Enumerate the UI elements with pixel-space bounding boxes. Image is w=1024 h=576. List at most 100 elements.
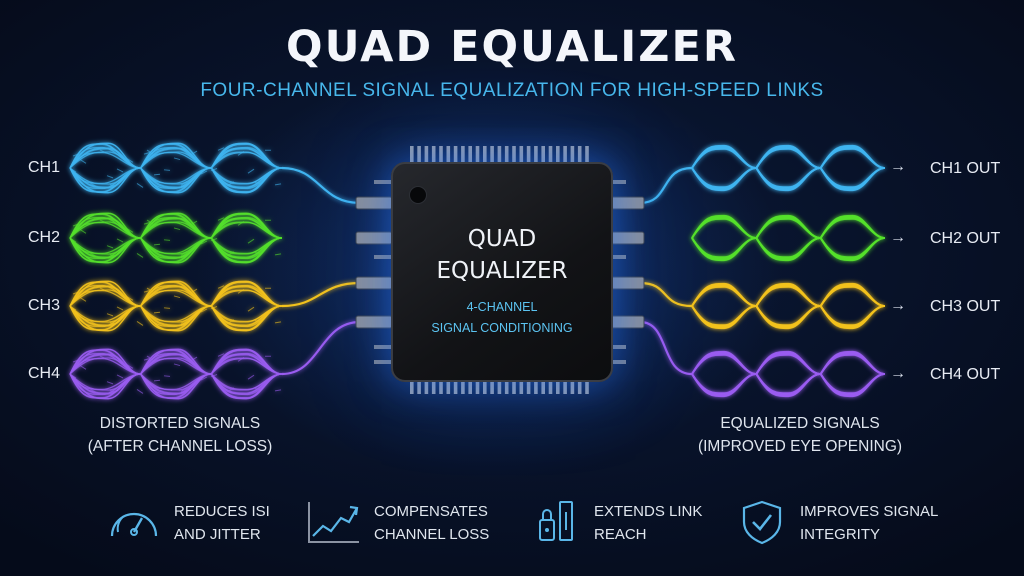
equalized-eye-diagram [691, 144, 886, 192]
chip-pin [577, 146, 582, 164]
feature-line: EXTENDS LINK [594, 503, 703, 520]
ch4-input-label: CH4 [28, 365, 61, 382]
chip-pin [468, 146, 472, 164]
channel-input-pad [355, 276, 393, 290]
rising-chart-icon [308, 502, 359, 543]
link-icon [539, 501, 573, 541]
feature-extends-reach: EXTENDS LINK REACH [594, 500, 702, 546]
feature-improves-integrity: IMPROVES SIGNAL INTEGRITY [800, 500, 938, 546]
chip-pin [475, 146, 480, 164]
chip-pin [585, 376, 589, 394]
channel-output-pad [607, 196, 645, 210]
equalized-eye-diagram [691, 282, 886, 330]
distorted-eye-diagram [69, 348, 283, 400]
chip-pin [519, 146, 524, 164]
feature-line: INTEGRITY [800, 526, 881, 543]
chip-pin [504, 146, 509, 164]
chip-pin [374, 180, 392, 184]
chip-pin [570, 376, 575, 394]
input-trace [281, 320, 361, 376]
feature-line: COMPENSATES [374, 503, 488, 520]
chip-pin [410, 146, 414, 164]
chip-pin [556, 146, 560, 164]
channel-input-pad [355, 231, 393, 245]
distorted-eye-diagram [69, 280, 283, 332]
chip-pin [410, 376, 414, 394]
ch2-input-label: CH2 [28, 229, 61, 246]
chip-pin [424, 146, 429, 164]
chip-pin [483, 376, 487, 394]
chip-pin [439, 376, 443, 394]
chip-pin [577, 376, 582, 394]
feature-compensates-loss: COMPENSATES CHANNEL LOSS [374, 500, 489, 546]
chip-pin [453, 376, 458, 394]
chip-pin [563, 376, 567, 394]
chip-pin [374, 255, 392, 259]
chip-pin [608, 255, 626, 259]
chip-sublabel-line1: 4-CHANNEL [466, 300, 538, 314]
gauge-icon [110, 512, 158, 537]
chip-pin [446, 146, 451, 164]
channel-input-pad [355, 315, 393, 329]
feature-reduces-isi: REDUCES ISI AND JITTER [174, 500, 270, 546]
output-arrow-icon: → [890, 229, 906, 246]
input-trace [281, 281, 361, 308]
distorted-signals-caption: DISTORTED SIGNALS (AFTER CHANNEL LOSS) [60, 412, 300, 458]
chip-pin [431, 146, 436, 164]
chip-pin [608, 180, 626, 184]
chip-pin [490, 146, 494, 164]
channel-output-pad [607, 315, 645, 329]
channel-input-pad [355, 196, 393, 210]
chip-label-line1: QUAD [467, 226, 537, 252]
chip-sublabel-line2: SIGNAL CONDITIONING [431, 321, 573, 335]
chip-pin [512, 146, 516, 164]
chip-pin [548, 376, 553, 394]
chip-pin [475, 376, 480, 394]
chip-pin [608, 345, 626, 349]
output-trace [639, 166, 693, 205]
feature-line: AND JITTER [174, 526, 261, 543]
input-trace [281, 166, 361, 205]
output-trace [639, 281, 693, 308]
ch2-output-label: CH2 OUT [930, 230, 1001, 247]
chip-pin [490, 376, 494, 394]
chip-pin [512, 376, 516, 394]
chip-pin [541, 146, 545, 164]
chip-pin [570, 146, 575, 164]
chip-pin [461, 376, 465, 394]
equalized-eye-diagram [691, 214, 886, 262]
chip-pin [468, 376, 472, 394]
caption-line: DISTORTED SIGNALS [99, 415, 261, 432]
chip-pin [446, 376, 451, 394]
chip-pin [534, 376, 538, 394]
caption-line: (AFTER CHANNEL LOSS) [87, 438, 273, 455]
caption-line: EQUALIZED SIGNALS [720, 415, 880, 432]
chip-pin [374, 360, 392, 364]
chip-pin [563, 146, 567, 164]
equalizer-chip: QUAD EQUALIZER 4-CHANNEL SIGNAL CONDITIO… [391, 162, 613, 382]
channel-output-pad [607, 231, 645, 245]
chip-pin [519, 376, 524, 394]
shield-check-icon [742, 500, 782, 545]
feature-line: CHANNEL LOSS [374, 526, 490, 543]
feature-line: IMPROVES SIGNAL [800, 503, 939, 520]
chip-pin [417, 376, 421, 394]
chip-pin [504, 376, 509, 394]
chip-pin [534, 146, 538, 164]
feature-line: REDUCES ISI [174, 503, 270, 520]
chip-pin [439, 146, 443, 164]
equalized-signals-caption: EQUALIZED SIGNALS (IMPROVED EYE OPENING) [680, 412, 920, 458]
equalized-eye-diagram [691, 350, 886, 398]
distorted-eye-diagram [69, 212, 283, 264]
distorted-eye-diagram [69, 142, 283, 194]
ch1-input-label: CH1 [28, 159, 61, 176]
chip-pin [526, 146, 531, 164]
feature-line: REACH [594, 526, 647, 543]
chip-pin [424, 376, 429, 394]
pin1-marker [409, 186, 427, 204]
chip-pin [453, 146, 458, 164]
chip-pin [541, 376, 545, 394]
chip-pin [497, 146, 502, 164]
caption-line: (IMPROVED EYE OPENING) [697, 438, 903, 455]
